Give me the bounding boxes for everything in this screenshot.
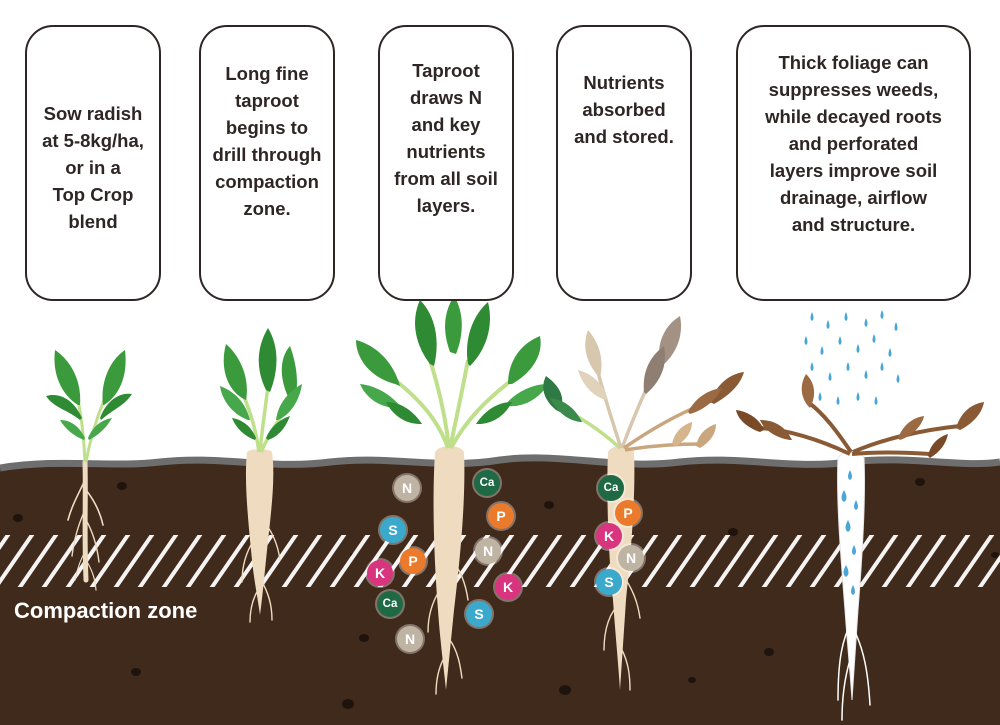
nutrient-s-badge: S [380, 517, 406, 543]
plant-seedling [46, 350, 132, 591]
step-card-taproot-drill: Long fine taproot begins to drill throug… [199, 25, 335, 301]
seedling-leaves [46, 350, 132, 463]
decayed-leaves [736, 374, 984, 458]
nutrient-s-badge: S [596, 569, 622, 595]
taproot-young [245, 449, 274, 615]
mature-radish-leaves [356, 296, 548, 449]
nutrient-ca-badge: Ca [474, 470, 500, 496]
nutrient-ca-badge: Ca [598, 475, 624, 501]
young-taproot-leaves [220, 328, 302, 453]
step-text-sow: Sow radish at 5-8kg/ha, or in a Top Crop… [42, 102, 144, 232]
step-text-draws-nutrients: Taproot draws N and key nutrients from a… [394, 60, 498, 216]
plant-decayed [736, 310, 984, 721]
nutrient-n-badge: N [618, 545, 644, 571]
nutrient-k-badge: K [495, 574, 521, 600]
nutrient-p-badge: P [615, 500, 641, 526]
step-text-soil-benefits: Thick foliage can suppresses weeds, whil… [765, 51, 942, 235]
nutrient-s-badge: S [466, 601, 492, 627]
soil-pebbles [13, 478, 999, 709]
store-leaves [543, 316, 744, 452]
taproot-decayed [837, 451, 866, 701]
nutrient-p-badge: P [400, 548, 426, 574]
root-water-drops [841, 470, 858, 595]
nutrient-n-badge: N [394, 475, 420, 501]
nutrient-k-badge: K [367, 560, 393, 586]
compaction-zone-label: Compaction zone [14, 598, 198, 623]
rain-drops [804, 310, 900, 405]
nutrient-p-badge: P [488, 503, 514, 529]
plant-young-taproot [220, 328, 302, 623]
step-text-nutrients-stored: Nutrients absorbed and stored. [574, 71, 674, 147]
step-text-taproot-drill: Long fine taproot begins to drill throug… [212, 62, 322, 219]
nutrient-n-badge: N [397, 626, 423, 652]
nutrient-n-badge: N [475, 538, 501, 564]
step-card-draws-nutrients: Taproot draws N and key nutrients from a… [378, 25, 514, 301]
nutrient-ca-badge: Ca [377, 591, 403, 617]
nutrient-k-badge: K [596, 523, 622, 549]
taproot-mature [433, 446, 465, 690]
step-card-sow: Sow radish at 5-8kg/ha, or in a Top Crop… [25, 25, 161, 301]
step-card-soil-benefits: Thick foliage can suppresses weeds, whil… [736, 25, 971, 301]
step-card-nutrients-stored: Nutrients absorbed and stored. [556, 25, 692, 301]
seedling-roots [67, 459, 104, 591]
plant-mature-radish [356, 296, 548, 695]
